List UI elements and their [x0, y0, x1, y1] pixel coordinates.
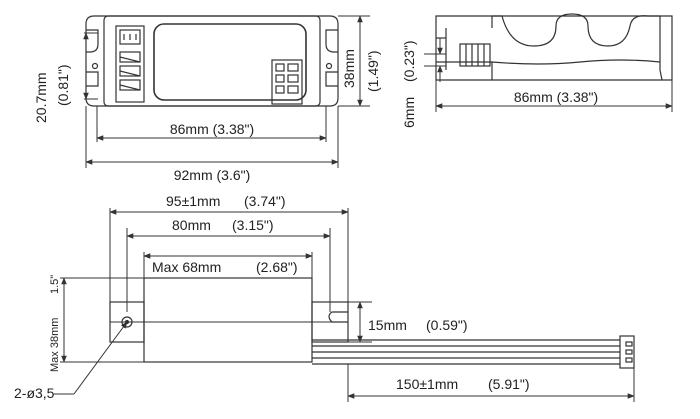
hole-spacing-in-label: (3.15") [232, 217, 274, 233]
side-width-label: 86mm (3.38") [514, 89, 598, 105]
front-view [109, 277, 635, 369]
label-panel [153, 23, 307, 101]
hole-spacing-label: 80mm [172, 217, 211, 233]
cable-length-label: 150±1mm [396, 376, 458, 392]
dim-height-max [60, 277, 144, 363]
height-inner-label: 20.7mm [33, 72, 49, 123]
ear-notch-left [86, 29, 99, 53]
mounting-plate-outline [85, 15, 339, 107]
tab-height-in-label: (0.59") [426, 317, 468, 333]
side-view [435, 13, 673, 81]
body-max-label: Max 68mm [152, 259, 221, 275]
side-connector [459, 43, 491, 67]
dim-overall [109, 208, 349, 302]
dim-width-outer [85, 106, 339, 168]
tab-height-label: 15mm [368, 317, 407, 333]
height-inner-in-label: (0.81") [55, 64, 71, 106]
holes-label: 2-ø3,5 [14, 385, 55, 401]
side-contour [491, 13, 663, 81]
dim-height-inner [83, 32, 98, 100]
dim-side-width [435, 80, 673, 112]
overall-in-label: (3.74") [244, 193, 286, 209]
cable-connector [619, 335, 635, 369]
dim-height-outer [338, 15, 370, 107]
overall-label: 95±1mm [166, 193, 220, 209]
input-connector [115, 25, 145, 103]
thickness-label: 6mm [401, 97, 417, 128]
height-outer-label: 38mm [341, 49, 357, 88]
cable-length-in-label: (5.91") [488, 376, 530, 392]
mount-hole-right [325, 62, 333, 70]
output-terminal [271, 59, 303, 105]
width-inner-label: 86mm (3.38") [170, 121, 254, 137]
front-body [143, 277, 313, 363]
top-view [85, 15, 339, 107]
dim-body-max [143, 252, 313, 278]
thickness-in-label: (0.23") [401, 40, 417, 82]
width-outer-label: 92mm (3.6") [174, 167, 251, 183]
hole-leader [54, 321, 128, 395]
ear-notch-right [325, 29, 338, 53]
dim-thickness [424, 38, 446, 82]
dim-hole-spacing [126, 228, 331, 312]
height-outer-in-label: (1.49") [365, 50, 381, 92]
driver-body [103, 15, 321, 107]
height-max-label: Max 38mm [49, 318, 61, 372]
height-max-in-label: 1.5" [49, 275, 61, 294]
dim-width-inner [96, 106, 327, 142]
dim-cable-length [347, 364, 635, 402]
body-max-in-label: (2.68") [256, 259, 298, 275]
mount-hole-left [91, 62, 99, 70]
dim-tab-height [348, 301, 372, 343]
